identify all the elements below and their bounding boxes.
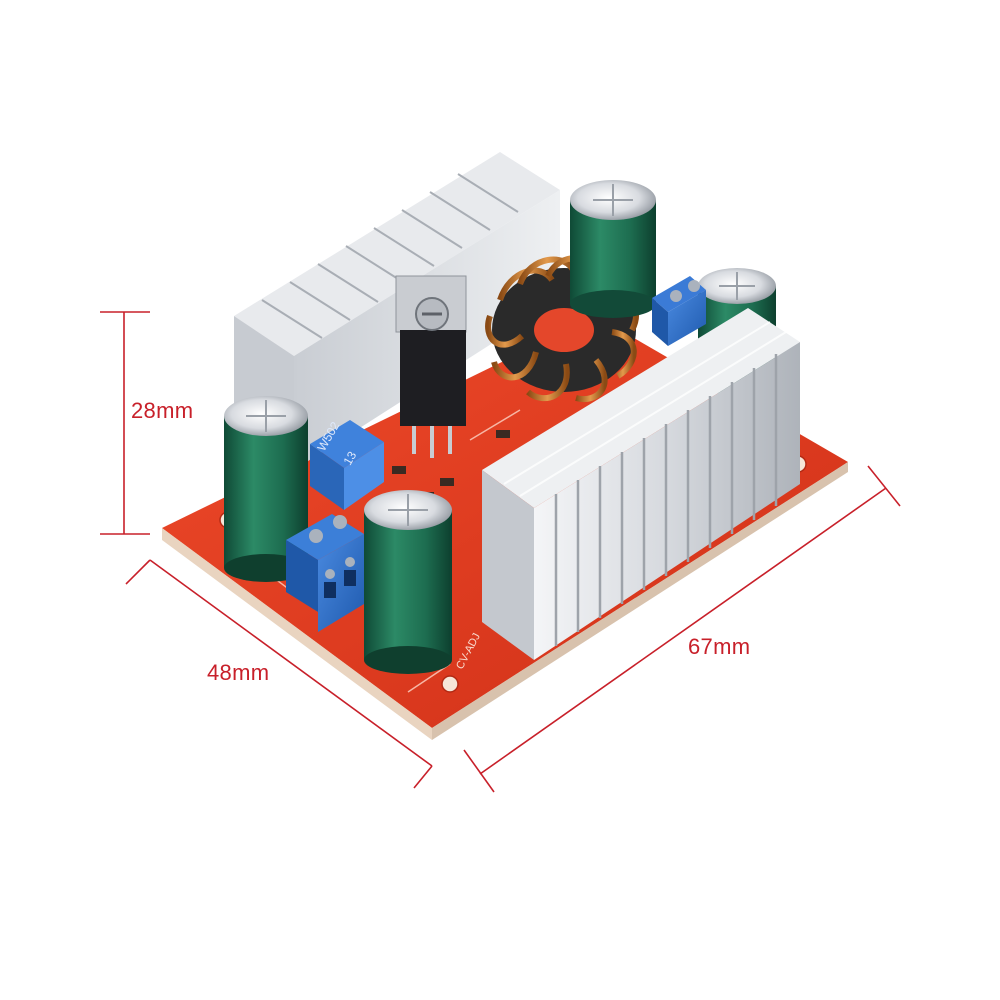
width-dimension-tick-left — [125, 559, 151, 585]
inductor-hole — [534, 308, 594, 352]
length-dimension-label: 67mm — [688, 634, 751, 659]
mosfet-transistor — [395, 275, 467, 458]
heatsink-back-top — [234, 152, 560, 356]
width-dimension-tick-right — [413, 765, 433, 789]
input-terminal-block — [286, 514, 364, 632]
height-dimension-label: 28mm — [131, 398, 194, 423]
mosfet-body — [400, 330, 466, 426]
heatsink-fins — [554, 354, 778, 646]
width-dimension-label: 48mm — [207, 660, 270, 685]
pcb-edge-front — [162, 528, 432, 740]
length-dimension-tick-left — [463, 749, 495, 793]
length-dimension-line — [479, 487, 887, 775]
dimension-lines — [100, 311, 901, 793]
capacitor-front-center — [364, 490, 452, 674]
output-terminal-block — [652, 276, 706, 346]
heatsink-front-side — [482, 470, 534, 660]
potentiometer-marking-bottom: 13 — [340, 449, 359, 468]
heatsink-front — [482, 308, 800, 660]
width-dimension-line — [149, 559, 433, 767]
capacitor-back-center — [570, 180, 656, 318]
heatsink-front-top — [482, 308, 800, 508]
pcb-edge-right — [432, 462, 848, 740]
length-dimension-tick-right — [867, 465, 901, 507]
mounting-hole-front — [441, 675, 459, 693]
